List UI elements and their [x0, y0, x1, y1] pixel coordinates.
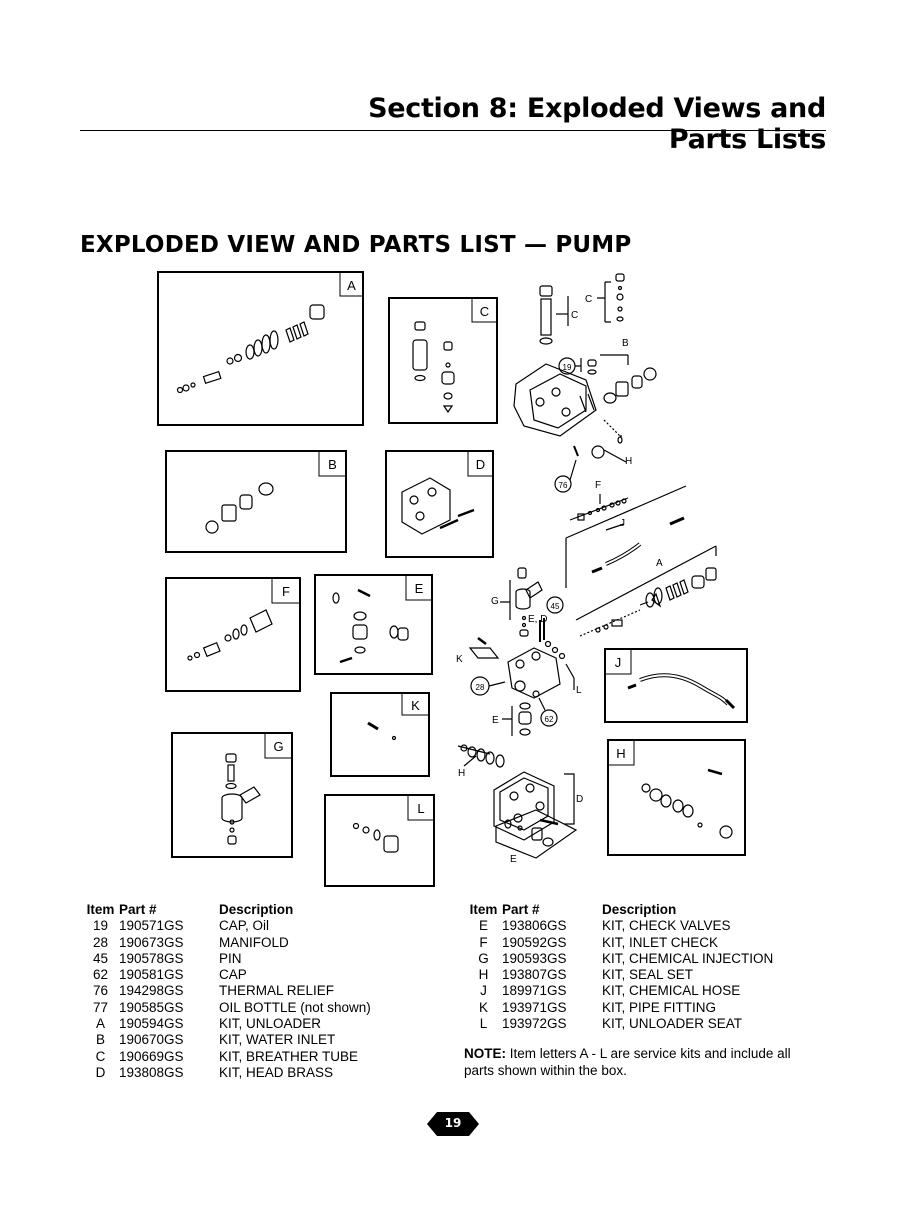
- service-kit-note: NOTE: Item letters A - L are service kit…: [464, 1045, 824, 1079]
- leader-label-b: B: [622, 338, 629, 349]
- callout-19: 19: [563, 363, 572, 372]
- kit-box-a: A: [157, 271, 364, 426]
- callout-62: 62: [545, 715, 554, 724]
- leader-label-l: L: [576, 685, 582, 696]
- pump-assembly-upper: C C B 19 H 76: [513, 273, 657, 493]
- leader-label-h-2: H: [458, 768, 465, 779]
- leader-label-j: J: [620, 518, 625, 529]
- leader-label-h-1: H: [625, 456, 632, 467]
- kit-box-g: G: [171, 732, 293, 858]
- callout-45: 45: [551, 602, 560, 611]
- kit-box-k: K: [330, 692, 430, 777]
- leader-label-e: E: [492, 715, 499, 726]
- kit-box-j: J: [604, 648, 748, 723]
- kit-label-e: E: [415, 581, 424, 596]
- callout-76: 76: [559, 481, 568, 490]
- kit-box-l: L: [324, 794, 435, 887]
- pump-assembly-lower: E H D E: [457, 702, 583, 865]
- kit-box-c: C: [388, 297, 498, 424]
- col-header-item: Item: [86, 902, 115, 917]
- page-number-badge: [427, 1112, 479, 1136]
- leader-label-g: G: [491, 596, 499, 607]
- leader-label-k: K: [456, 654, 463, 665]
- kit-label-b: B: [328, 457, 337, 472]
- kit-label-a: A: [347, 278, 356, 293]
- callout-28: 28: [476, 683, 485, 692]
- note-text: Item letters A - L are service kits and …: [464, 1046, 791, 1078]
- kit-box-d: D: [385, 450, 494, 558]
- kit-label-g: G: [273, 739, 283, 754]
- kit-box-h: H: [607, 739, 746, 856]
- leader-label-a: A: [656, 558, 663, 569]
- leader-label-d: D: [576, 794, 583, 805]
- note-label: NOTE:: [464, 1046, 506, 1061]
- kit-box-f: F: [165, 577, 301, 692]
- kit-label-j: J: [615, 655, 622, 670]
- page-number: 19: [444, 1116, 462, 1130]
- col-header-item: Item: [469, 902, 498, 917]
- kit-label-d: D: [476, 457, 485, 472]
- leader-label-e-2: E: [510, 854, 517, 865]
- leader-label-ed: E, D: [528, 614, 547, 625]
- kit-label-c: C: [480, 304, 489, 319]
- leader-label-c-2: C: [585, 294, 592, 305]
- col-header-description: Description: [219, 902, 294, 917]
- kit-label-h: H: [616, 746, 625, 761]
- leader-label-c-1: C: [571, 310, 578, 321]
- col-header-part: Part #: [119, 902, 157, 917]
- section-title: Section 8: Exploded Views and Parts List…: [368, 93, 826, 155]
- col-header-description: Description: [602, 902, 677, 917]
- col-header-part: Part #: [502, 902, 540, 917]
- kit-label-f: F: [282, 584, 290, 599]
- kit-box-e: E: [314, 574, 433, 675]
- leader-label-f: F: [595, 480, 601, 491]
- kit-label-k: K: [411, 698, 420, 713]
- page-heading: EXPLODED VIEW AND PARTS LIST — PUMP: [80, 232, 632, 258]
- kit-box-b: B: [165, 450, 347, 553]
- exploded-view-diagram: A C B: [157, 271, 748, 887]
- pump-assembly-middle: F J A G 45 E, D K: [456, 480, 717, 727]
- section-rule: [80, 130, 826, 131]
- kit-label-l: L: [417, 801, 424, 816]
